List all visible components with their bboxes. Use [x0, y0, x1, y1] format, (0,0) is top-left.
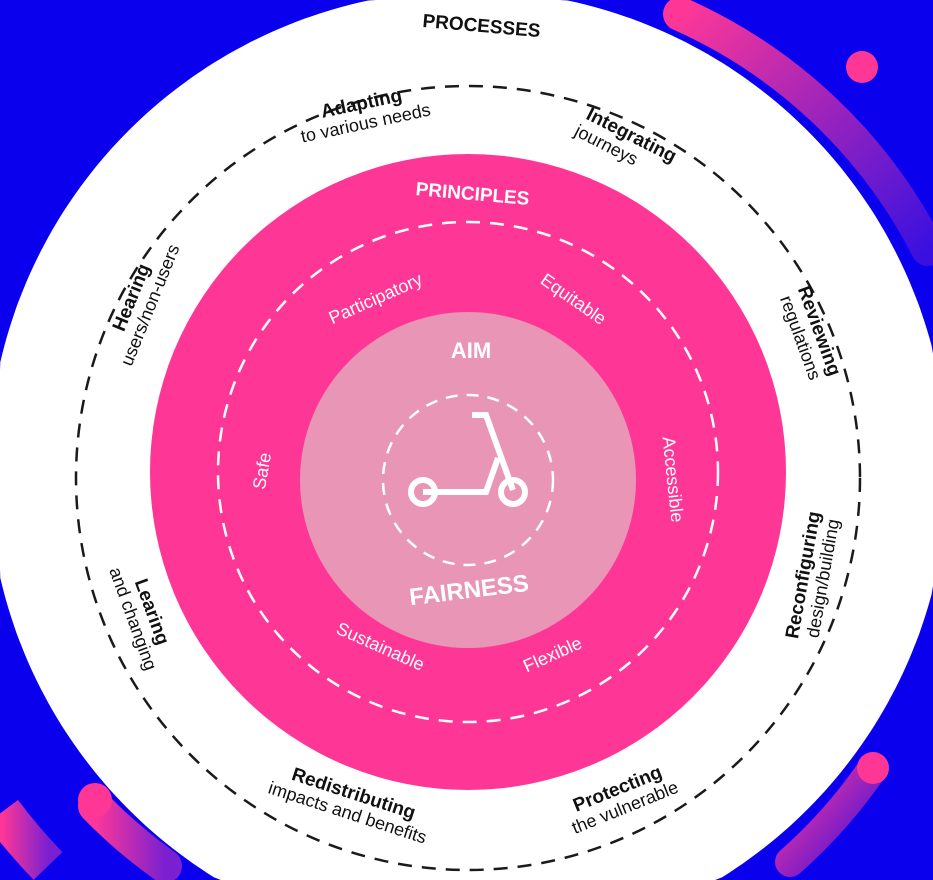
decorative-dot — [78, 783, 112, 817]
aim-title: AIM — [451, 338, 491, 363]
decorative-dot — [846, 51, 878, 83]
scooter-icon — [408, 412, 528, 507]
processes-dashed-circle — [74, 84, 862, 872]
aim-dashed-circle — [381, 393, 555, 567]
decorative-dot — [857, 752, 889, 784]
decorative-arc-top-right — [663, 0, 933, 266]
decorative-arc-bottom-left-outer — [0, 799, 63, 880]
aim-circle — [300, 312, 636, 648]
principles-dashed-circle — [216, 220, 720, 724]
